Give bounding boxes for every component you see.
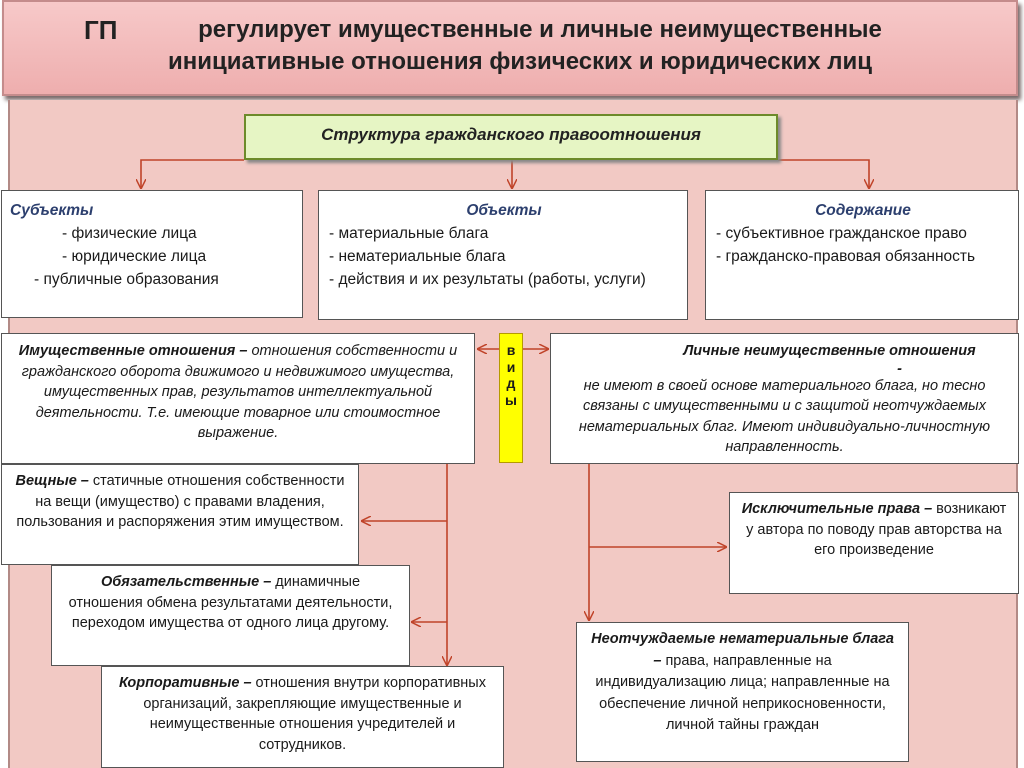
real-term: Вещные – bbox=[15, 473, 89, 489]
property-relations-term: Имущественные отношения – bbox=[18, 343, 248, 359]
corporate-relations-box: Корпоративные – отношения внутри корпора… bbox=[101, 666, 504, 768]
inalienable-text: права, направленные на индивидуализацию … bbox=[595, 652, 890, 734]
page-title: регулирует имущественные и личные неимущ… bbox=[90, 14, 950, 78]
title-banner: ГП регулирует имущественные и личные неи… bbox=[2, 0, 1018, 96]
content-item: - субъективное гражданское право bbox=[716, 225, 967, 242]
content-heading: Содержание bbox=[815, 202, 911, 219]
obligatory-term: Обязательственные – bbox=[100, 574, 272, 590]
types-letter: в bbox=[506, 342, 516, 358]
personal-relations-dash: - bbox=[897, 360, 902, 377]
corporate-term: Корпоративные – bbox=[119, 675, 252, 691]
types-label: в и д ы bbox=[499, 333, 523, 463]
objects-heading: Объекты bbox=[466, 202, 542, 219]
objects-item: - действия и их результаты (работы, услу… bbox=[329, 271, 646, 288]
subjects-item: - физические лица bbox=[62, 225, 197, 242]
title-line-1: регулирует имущественные и личные неимущ… bbox=[198, 16, 882, 43]
property-relations-box: Имущественные отношения – отношения собс… bbox=[1, 333, 475, 464]
exclusive-term: Исключительные права – bbox=[741, 501, 933, 517]
exclusive-rights-box: Исключительные права – возникают у автор… bbox=[729, 492, 1019, 594]
inalienable-goods-box: Неотчуждаемые нематериальные блага – пра… bbox=[576, 622, 909, 762]
content-box: Содержание - субъективное гражданское пр… bbox=[705, 190, 1019, 320]
types-letter: и bbox=[506, 358, 516, 375]
connector-structure-left bbox=[141, 159, 244, 188]
inalienable-term: Неотчуждаемые нематериальные блага – bbox=[591, 631, 894, 669]
personal-relations-box: Личные неимущественные отношения - не им… bbox=[550, 333, 1019, 464]
subjects-item: - юридические лица bbox=[62, 248, 207, 265]
personal-relations-text: не имеют в своей основе материального бл… bbox=[578, 377, 991, 456]
objects-item: - нематериальные блага bbox=[329, 248, 506, 265]
objects-item: - материальные блага bbox=[329, 225, 489, 242]
exclusive-text: возникают у автора по поводу прав авторс… bbox=[746, 501, 1007, 558]
personal-relations-term: Личные неимущественные отношения bbox=[683, 343, 976, 359]
connector-structure-right bbox=[778, 159, 869, 188]
content-item: - гражданско-правовая обязанность bbox=[716, 248, 976, 265]
subjects-item: - публичные образования bbox=[34, 271, 219, 288]
gp-label: ГП bbox=[84, 15, 118, 45]
types-letter: ы bbox=[505, 391, 517, 408]
types-letter: д bbox=[506, 375, 516, 391]
obligatory-text: динамичные отношения обмена результатами… bbox=[68, 574, 393, 631]
subjects-heading: Субъекты bbox=[10, 202, 94, 219]
subjects-box: Субъекты - физические лица - юридические… bbox=[1, 190, 303, 318]
corporate-text: отношения внутри корпоративных организац… bbox=[143, 675, 486, 753]
title-line-2: инициативные отношения физических и юрид… bbox=[167, 48, 873, 75]
structure-title-box: Структура гражданского правоотношения bbox=[244, 114, 778, 160]
objects-box: Объекты - материальные блага - нематериа… bbox=[318, 190, 688, 320]
real-text: статичные отношения собственности на вещ… bbox=[16, 473, 345, 530]
obligatory-relations-box: Обязательственные – динамичные отношения… bbox=[51, 565, 410, 666]
property-relations-text: отношения собственности и гражданского о… bbox=[21, 343, 458, 441]
real-relations-box: Вещные – статичные отношения собственнос… bbox=[1, 464, 359, 565]
